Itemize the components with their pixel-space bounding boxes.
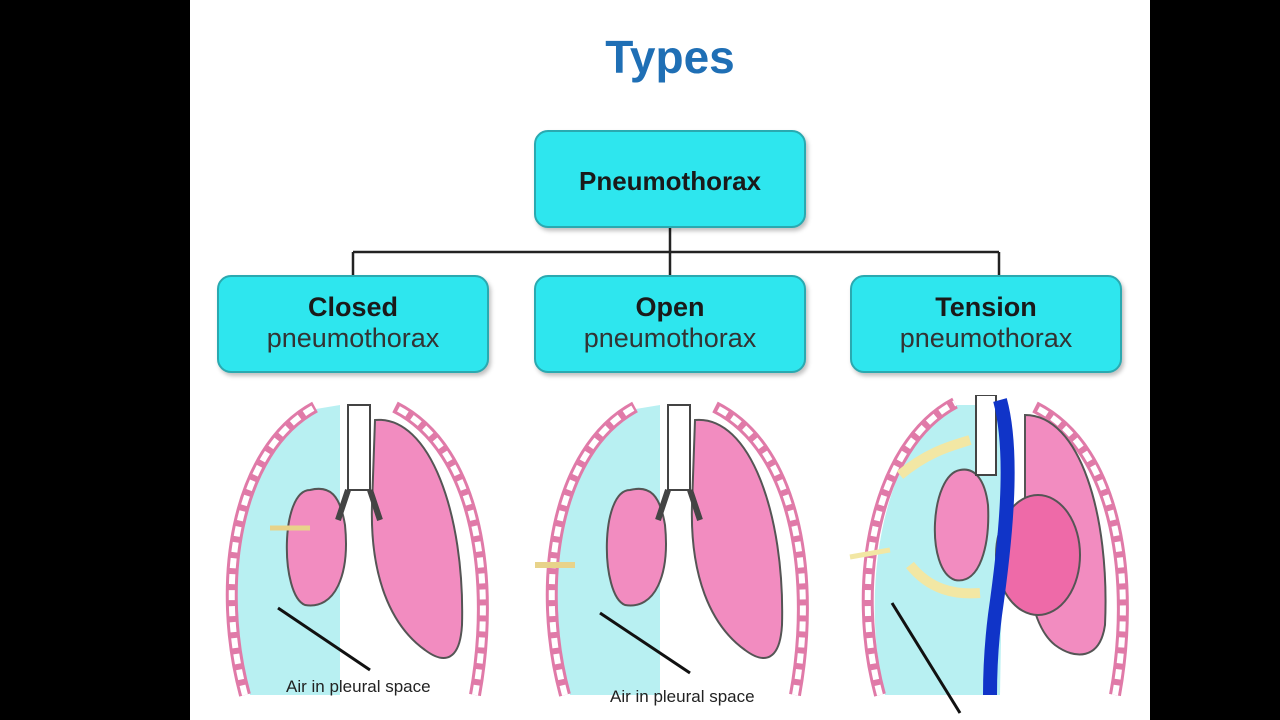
node-open-subtitle: pneumothorax (583, 323, 757, 353)
node-closed-pneumothorax: Closed pneumothorax (217, 275, 489, 373)
tree-connector-lines (351, 228, 1001, 275)
slide-title: Types (605, 31, 735, 83)
collapsed-lung (285, 487, 347, 607)
collapsed-lung (605, 487, 667, 607)
node-closed-subtitle: pneumothorax (266, 323, 440, 353)
tension-pneumothorax-illustration (849, 395, 1129, 714)
node-open-pneumothorax: Open pneumothorax (534, 275, 806, 373)
node-tension-title: Tension (935, 292, 1037, 322)
air-flow-arrow-icon (896, 435, 972, 479)
chest-wall-left (861, 397, 958, 697)
closed-pneumothorax-illustration: Air in pleural space (225, 401, 489, 697)
trachea (347, 404, 371, 491)
trachea (667, 404, 691, 491)
node-tension-pneumothorax: Tension pneumothorax (850, 275, 1122, 373)
trachea (975, 395, 997, 476)
closed-caption: Air in pleural space (286, 677, 431, 696)
air-flow-arrow-icon (906, 561, 981, 599)
open-pneumothorax-illustration: Air in pleural space (535, 401, 809, 706)
root-node-label: Pneumothorax (578, 166, 762, 196)
vena-cava (983, 398, 1015, 696)
right-lung (690, 418, 784, 659)
open-caption: Air in pleural space (610, 687, 755, 706)
collapsed-lung (933, 468, 990, 582)
slide: Types Pneumothorax Closed pneumothorax O… (190, 0, 1150, 720)
pointer-arrow (599, 611, 691, 675)
pointer-arrow (890, 602, 962, 714)
node-tension-subtitle: pneumothorax (899, 323, 1073, 353)
right-lung (370, 418, 464, 659)
node-closed-title: Closed (307, 292, 399, 322)
root-node-pneumothorax: Pneumothorax (534, 130, 806, 228)
pointer-arrow (277, 606, 371, 672)
air-entry-arrow-icon (849, 547, 891, 560)
node-open-title: Open (635, 292, 705, 322)
